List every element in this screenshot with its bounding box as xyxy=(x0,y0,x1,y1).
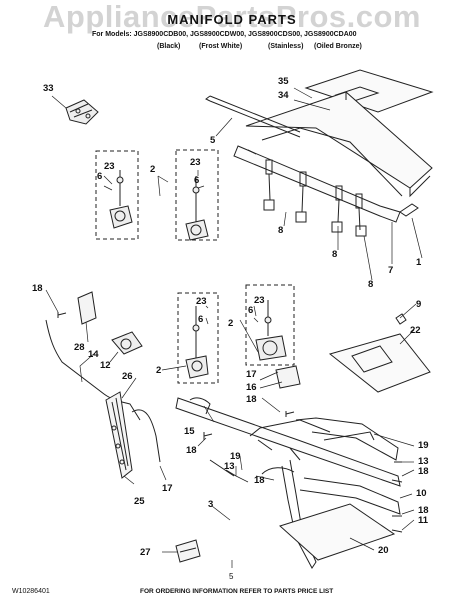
callout-19-b: 19 xyxy=(418,440,429,451)
callout-7: 7 xyxy=(388,265,394,276)
valve-box-3 xyxy=(177,292,219,384)
heat-shield-lower xyxy=(328,333,431,393)
heat-shield-part xyxy=(245,69,434,198)
callout-16: 16 xyxy=(246,382,257,393)
spark-module-part xyxy=(65,99,99,125)
callout-2-upper: 2 xyxy=(150,164,156,175)
callout-8-b: 8 xyxy=(332,249,338,260)
callout-12: 12 xyxy=(100,360,111,371)
callout-18-f: 18 xyxy=(418,505,429,516)
model-list: For Models: JGS8900CDB00, JGS8900CDW00, … xyxy=(92,31,357,38)
lower-manifold-rail xyxy=(175,397,401,487)
upper-manifold-rail xyxy=(233,127,403,237)
callout-5-upper: 5 xyxy=(210,135,216,146)
clip-part xyxy=(395,313,407,325)
leader-lines xyxy=(45,87,423,568)
ordering-info: FOR ORDERING INFORMATION REFER TO PARTS … xyxy=(140,588,334,595)
callout-34: 34 xyxy=(278,90,289,101)
callout-23-box1: 23 xyxy=(104,161,115,172)
callout-14: 14 xyxy=(88,349,99,360)
page-number: 5 xyxy=(229,572,234,581)
bracket-part xyxy=(77,291,97,325)
callout-3: 3 xyxy=(208,499,214,510)
document-number: W10286401 xyxy=(12,588,50,595)
callout-1: 1 xyxy=(416,257,422,268)
callout-23-box4: 23 xyxy=(254,295,265,306)
callout-18-e: 18 xyxy=(418,466,429,477)
callout-15: 15 xyxy=(184,426,195,437)
ignition-switch-part xyxy=(105,391,161,479)
finish-frost-white: (Frost White) xyxy=(199,43,243,50)
callout-17-lower: 17 xyxy=(162,483,173,494)
callout-23-box3: 23 xyxy=(196,296,207,307)
callout-22: 22 xyxy=(410,325,421,336)
manifold-tube-part xyxy=(205,95,301,138)
valve-box-4 xyxy=(245,284,295,366)
regulator-part xyxy=(111,331,143,355)
callout-28: 28 xyxy=(74,342,85,353)
callout-13-a: 13 xyxy=(224,461,235,472)
watermark: AppliancePartsPros.com xyxy=(43,0,421,34)
callout-18-a: 18 xyxy=(32,283,43,294)
callout-8-a: 8 xyxy=(278,225,284,236)
callout-19-a: 19 xyxy=(230,451,241,462)
callout-17-upper: 17 xyxy=(246,369,257,380)
supply-tube-part xyxy=(45,319,141,421)
valve-box-2 xyxy=(175,149,219,241)
callout-6-box1: 6 xyxy=(97,171,103,182)
screws xyxy=(57,312,403,533)
callout-11: 11 xyxy=(418,515,429,526)
finish-oiled-bronze: (Oiled Bronze) xyxy=(314,43,362,50)
callout-6-box4: 6 xyxy=(248,305,254,316)
valve-box-1 xyxy=(95,150,139,240)
callout-20: 20 xyxy=(378,545,389,556)
callout-18-d: 18 xyxy=(254,475,265,486)
callout-23-box2: 23 xyxy=(190,157,201,168)
callout-33: 33 xyxy=(43,83,54,94)
callout-6-box3: 6 xyxy=(198,314,204,325)
finish-stainless: (Stainless) xyxy=(268,43,304,50)
clamp-part xyxy=(175,539,201,563)
bottom-shield-part xyxy=(279,503,396,561)
callout-18-c: 18 xyxy=(186,445,197,456)
finish-black: (Black) xyxy=(157,43,181,50)
burner-tubes xyxy=(261,417,401,569)
callout-18-b: 18 xyxy=(246,394,257,405)
callout-25: 25 xyxy=(134,496,145,507)
callout-13-b: 13 xyxy=(418,456,429,467)
orifice-part xyxy=(399,203,419,217)
callout-2-lower-left: 2 xyxy=(156,365,162,376)
callout-9: 9 xyxy=(416,299,422,310)
mounting-bracket xyxy=(275,365,301,389)
callout-10: 10 xyxy=(416,488,427,499)
burner-valves xyxy=(109,170,287,379)
callout-26: 26 xyxy=(122,371,133,382)
callout-27: 27 xyxy=(140,547,151,558)
callout-8-c: 8 xyxy=(368,279,374,290)
callout-6-box2: 6 xyxy=(194,175,200,186)
callout-2-lower-right: 2 xyxy=(228,318,234,329)
page-title: MANIFOLD PARTS xyxy=(167,12,297,27)
callout-35: 35 xyxy=(278,76,289,87)
